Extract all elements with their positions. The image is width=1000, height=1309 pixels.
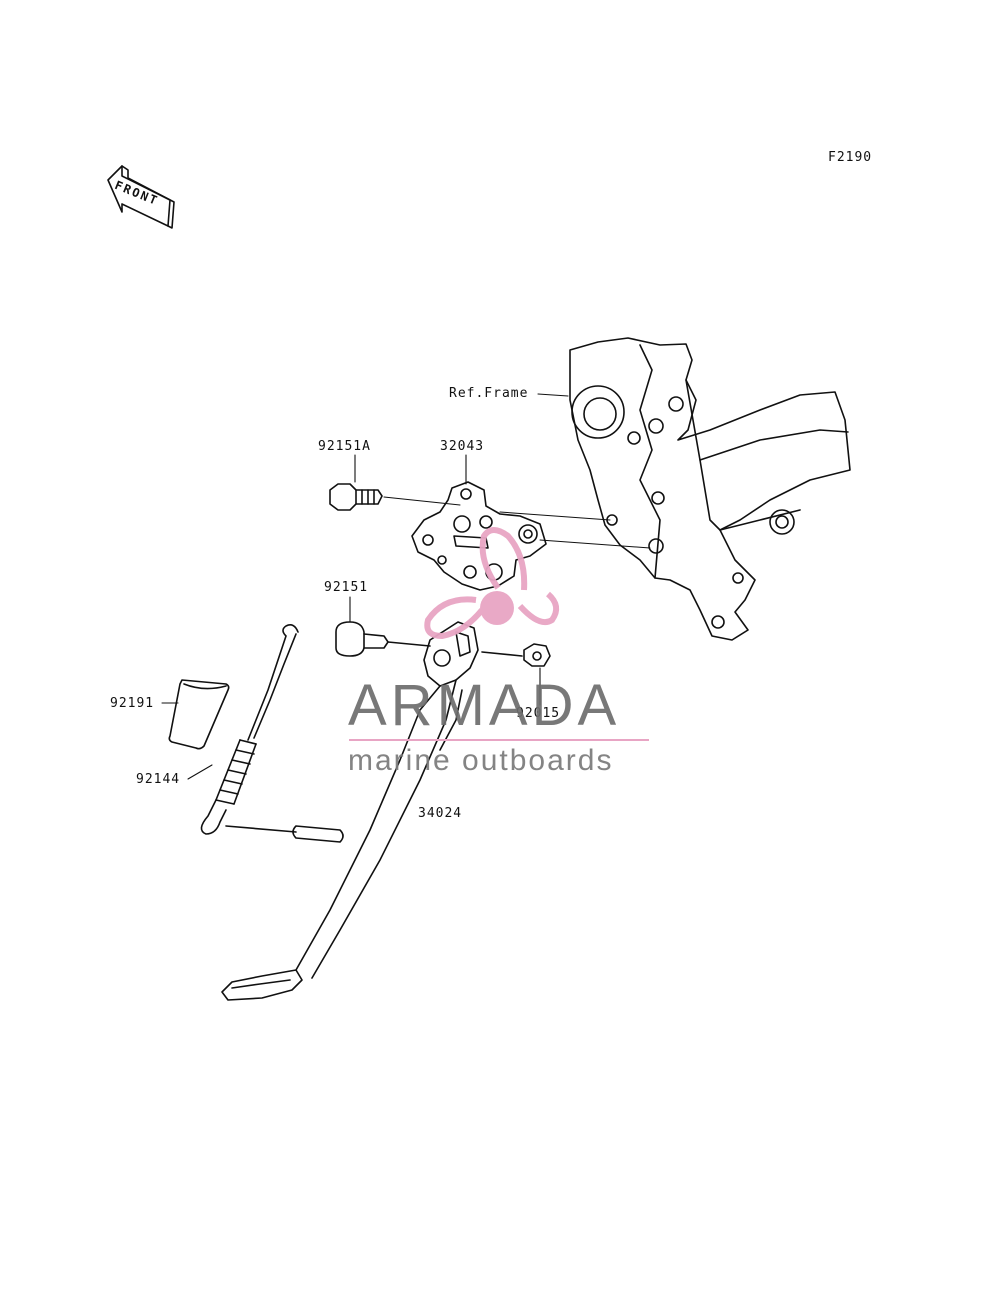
watermark-brand: ARMADA <box>348 673 621 738</box>
label-ref-frame: Ref.Frame <box>449 386 529 401</box>
bolt-92151a-icon <box>329 483 383 511</box>
label-92144: 92144 <box>136 772 181 787</box>
bolt-92151a-axis <box>383 496 651 549</box>
label-34024: 34024 <box>418 806 463 821</box>
bolt-92151-icon <box>335 621 431 657</box>
watermark-logo-icon <box>424 527 560 640</box>
watermark-divider <box>349 739 649 741</box>
nut-92015-icon <box>481 643 551 667</box>
bracket-32043 <box>411 481 547 591</box>
pin-icon <box>292 825 344 843</box>
label-92151a: 92151A <box>318 439 371 454</box>
label-32043: 32043 <box>440 439 485 454</box>
frame-reference <box>569 337 851 641</box>
grip-92191-icon <box>168 679 230 750</box>
front-arrow-icon <box>107 165 175 229</box>
diagram-code: F2190 <box>828 150 873 165</box>
side-stand-34024 <box>221 621 479 1001</box>
label-92015: 92015 <box>516 706 561 721</box>
label-92151: 92151 <box>324 580 369 595</box>
spring-92144-icon <box>200 624 299 835</box>
watermark-tagline: marine outboards <box>348 744 614 777</box>
label-92191: 92191 <box>110 696 155 711</box>
leader-lines <box>161 393 569 780</box>
